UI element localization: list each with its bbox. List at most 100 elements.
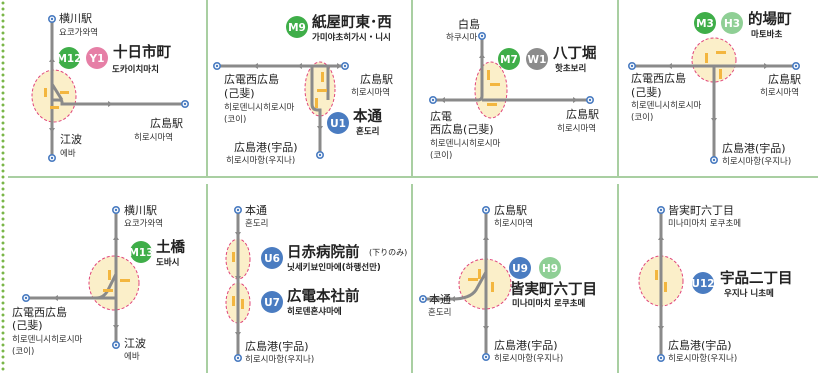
line-badge-m-icon [58, 47, 80, 69]
stop-name-korean: 도바시 [156, 257, 179, 268]
stop-name: 宇品二丁目 [720, 269, 793, 287]
stop-name: 土橋 [156, 238, 185, 256]
transfer-zone [691, 37, 737, 83]
svg-text:(己斐): (己斐) [224, 87, 255, 100]
svg-text:혼도리: 혼도리 [245, 218, 268, 229]
stop-name-korean: 혼도리 [356, 126, 379, 137]
svg-text:広島港(宇品): 広島港(宇品) [234, 140, 298, 154]
svg-text:혼도리: 혼도리 [428, 307, 451, 318]
svg-text:広電: 広電 [430, 110, 452, 123]
svg-text:本通: 本通 [429, 292, 451, 306]
svg-text:(코이): (코이) [224, 114, 246, 125]
svg-text:W1: W1 [528, 54, 547, 66]
column-divider [617, 0, 619, 176]
stop-name-korean: 핫초보리 [555, 63, 586, 74]
stop-name: 紙屋町東･西 [312, 13, 392, 31]
svg-text:本通: 本通 [245, 203, 267, 217]
svg-text:H3: H3 [724, 18, 740, 30]
panel-matobacho: M3 H3 的場町 마토바초 広電西広島 (己斐) 히로덴니시히로시마 (코이)… [627, 10, 801, 167]
svg-text:히로시마역: 히로시마역 [760, 87, 799, 98]
dotted-border [0, 0, 6, 373]
destination-name-korean: 에바 [60, 148, 76, 159]
line-badge-m-icon [694, 12, 716, 34]
svg-text:(코이): (코이) [430, 150, 452, 161]
svg-text:히로덴니시히로시마: 히로덴니시히로시마 [430, 138, 501, 149]
column-divider [206, 184, 208, 373]
svg-text:横川駅: 横川駅 [124, 203, 157, 217]
stop-name-korean: 우지나 니초메 [724, 288, 774, 299]
svg-text:(己斐): (己斐) [631, 86, 662, 99]
destination-name: 横川駅 [59, 11, 92, 25]
column-divider [411, 184, 413, 373]
svg-text:(코이): (코이) [631, 112, 653, 123]
svg-text:히로시마항(우지나): 히로시마항(우지나) [668, 353, 737, 364]
svg-text:(코이): (코이) [12, 346, 34, 357]
svg-text:U6: U6 [264, 253, 280, 265]
destination-name-korean: 히로시마역 [134, 132, 173, 143]
station-stop-icon [47, 154, 57, 162]
destination-name: 広島駅 [150, 116, 183, 130]
panel-minamimachi-6: U9 H9 皆実町六丁目 미나미마치 로쿠초메 広島駅 히로시마역 本通 혼도리… [418, 203, 597, 364]
svg-text:(己斐): (己斐) [12, 319, 43, 332]
line-badge-u-icon [509, 257, 531, 279]
svg-text:H9: H9 [542, 263, 558, 275]
svg-text:広電西広島: 広電西広島 [631, 71, 686, 85]
stop-name-korean: 도카이치마치 [112, 64, 159, 75]
svg-text:히로덴니시히로시마: 히로덴니시히로시마 [224, 102, 295, 113]
svg-text:広島駅: 広島駅 [494, 203, 527, 217]
transfer-zone [88, 255, 140, 311]
line-badge-m-icon [498, 48, 520, 70]
svg-text:U9: U9 [512, 263, 528, 275]
stop-name: 十日市町 [113, 43, 171, 61]
svg-text:히로시마항(우지나): 히로시마항(우지나) [722, 156, 791, 167]
column-divider [206, 0, 208, 176]
panel-dobashi: M13 土橋 도바시 横川駅 요코가와역 広電西広島 (己斐) 히로덴니시히로시… [12, 203, 185, 362]
line-badge-h-icon [539, 257, 561, 279]
svg-text:M7: M7 [500, 54, 518, 66]
line-badge-u-icon [261, 247, 283, 269]
svg-text:江波: 江波 [124, 337, 146, 350]
svg-text:히로시마항(우지나): 히로시마항(우지나) [494, 353, 563, 364]
destination-name-korean: 요코가와역 [59, 27, 98, 38]
panel-ujina-2: U12 宇品二丁目 우지나 니초메 皆実町六丁目 미나미마치 로쿠초메 広島港(… [638, 203, 793, 364]
svg-text:広島駅: 広島駅 [768, 72, 801, 86]
svg-text:히로시마역: 히로시마역 [494, 218, 533, 229]
line-badge-u-icon [692, 272, 714, 294]
svg-text:西広島(己斐): 西広島(己斐) [430, 122, 494, 136]
line-badge-u-icon [327, 112, 349, 134]
transfer-zone [474, 61, 508, 119]
stop-name: 皆実町六丁目 [510, 280, 597, 298]
panel-juukaichi-machi: M12 Y1 十日市町 도카이치마치 横川駅 요코가와역 広島駅 히로시마역 江… [31, 11, 189, 162]
svg-text:広電西広島: 広電西広島 [12, 305, 67, 319]
svg-text:히로시마역: 히로시마역 [557, 123, 596, 134]
row-divider [8, 176, 818, 178]
svg-text:広島港(宇品): 広島港(宇品) [668, 338, 732, 352]
svg-text:(下りのみ): (下りのみ) [369, 248, 407, 257]
transfer-zone [31, 69, 77, 123]
svg-text:広島港(宇品): 広島港(宇品) [722, 141, 786, 155]
stop-name: 的場町 [748, 10, 792, 28]
panel-kamiyacho: M9 紙屋町東･西 가미야초히가시・니시 U1 本通 혼도리 広電西広島 (己斐… [213, 13, 393, 166]
column-divider [411, 0, 413, 176]
panel-hatchobori: M7 W1 八丁堀 핫초보리 白島 하쿠시마 広電 西広島(己斐) 히로덴니시히… [428, 17, 599, 161]
svg-text:히로시마항(우지나): 히로시마항(우지나) [226, 155, 295, 166]
svg-text:広島駅: 広島駅 [360, 72, 393, 86]
column-divider [617, 184, 619, 373]
svg-text:広島駅: 広島駅 [566, 107, 599, 121]
line-badge-u-icon [261, 291, 283, 313]
stop-name-korean: 마토바초 [751, 29, 782, 40]
line-badge-y-icon [86, 47, 108, 69]
line-badge-h-icon [721, 12, 743, 34]
svg-text:에바: 에바 [124, 351, 140, 362]
route-line [52, 98, 185, 106]
svg-text:U7: U7 [264, 297, 280, 309]
svg-text:히로덴니시히로시마: 히로덴니시히로시마 [631, 100, 702, 111]
svg-text:히로시마역: 히로시마역 [351, 87, 390, 98]
svg-text:요코가와역: 요코가와역 [124, 218, 163, 229]
badge-label: M12 [56, 53, 81, 65]
svg-text:広電西広島: 広電西広島 [224, 72, 279, 86]
station-stop-icon [47, 15, 57, 24]
svg-text:白島: 白島 [458, 17, 480, 31]
svg-text:M13: M13 [128, 247, 153, 259]
